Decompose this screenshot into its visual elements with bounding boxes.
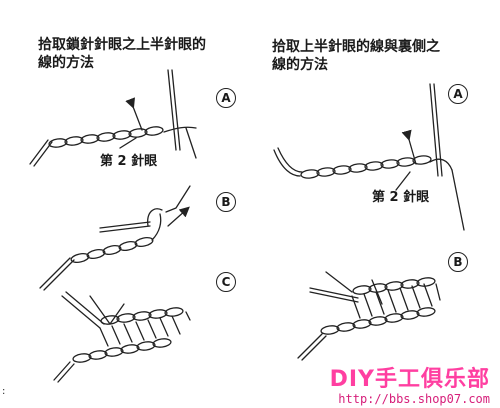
- right-title-line2: 線的方法: [272, 57, 328, 73]
- left-step-b-marker: B: [216, 192, 236, 212]
- left-b-arrow: [167, 206, 190, 227]
- right-a-diagram: [273, 83, 465, 231]
- right-a-yarn-tail: [451, 169, 465, 231]
- right-b-diagram: [297, 271, 441, 361]
- left-stitch-label: 第 2 針眼: [100, 154, 158, 169]
- left-a-hook-shaft: [167, 69, 177, 151]
- left-a-arrow: [125, 97, 143, 131]
- left-step-c-marker: C: [216, 272, 236, 292]
- watermark-url: http://bbs.shop07.com: [338, 392, 490, 406]
- left-b-yarn: [165, 185, 191, 213]
- right-title-line1: 拾取上半針眼的線與裏側之: [272, 39, 440, 55]
- watermark-brand: DIY手工俱乐部: [329, 367, 490, 392]
- right-stitch-label: 第 2 針眼: [372, 190, 430, 205]
- left-c-diagram: [53, 291, 191, 383]
- right-a-hook-shaft: [429, 83, 439, 177]
- left-b-hook-shaft: [99, 221, 151, 229]
- left-c-stitch-row: [99, 307, 184, 347]
- svg-text::: :: [2, 386, 5, 397]
- right-step-b-marker: B: [448, 252, 468, 272]
- right-b-stitch-row: [351, 277, 436, 319]
- left-step-a-marker: A: [216, 88, 236, 108]
- right-step-a-marker: A: [448, 84, 468, 104]
- site-watermark: DIY手工俱乐部 http://bbs.shop07.com: [329, 367, 490, 407]
- right-b-hook-shaft: [309, 287, 359, 299]
- left-a-chain-diagram: [29, 69, 197, 167]
- left-b-diagram: [39, 185, 191, 291]
- left-a-yarn-tail: [185, 127, 197, 159]
- left-title-line1: 拾取鎖針針眼之上半針眼的: [38, 37, 206, 53]
- left-title-line2: 線的方法: [38, 55, 94, 71]
- left-a-chain-loops: [48, 126, 164, 148]
- right-a-arrow: [401, 129, 417, 165]
- left-c-hook-shaft: [61, 295, 101, 329]
